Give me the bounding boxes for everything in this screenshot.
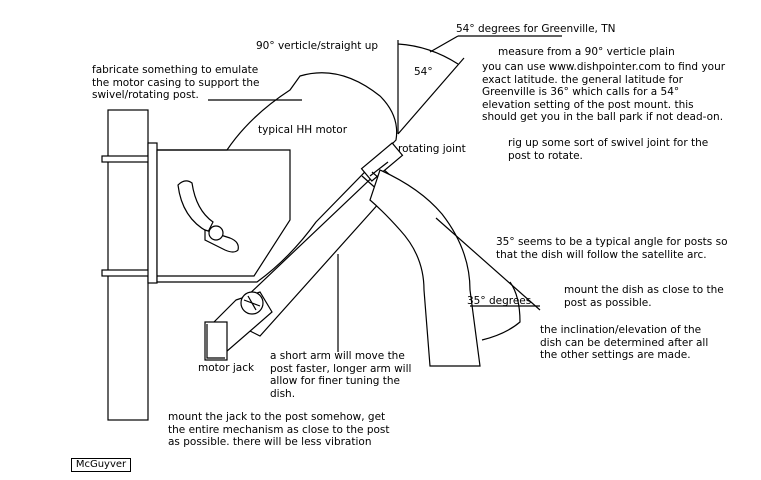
post-angle-note: 35° seems to be a typical angle for post… [496,236,728,261]
motor-jack-bolt-slot [243,295,261,311]
dish-arm [369,169,481,367]
degrees-35-label: 35° degrees [467,295,532,307]
fabricate-note: fabricate something to emulate the motor… [92,64,260,101]
angle-35-line-a [435,217,541,311]
rotating-joint-label: rotating joint [398,143,466,155]
angle-54-label: 54° [414,66,433,78]
angle-54-line [397,57,465,135]
hh-motor-body [156,72,398,283]
angle-54-arc [397,43,459,65]
verticle-label: 90° verticle/straight up [256,40,379,52]
header-pointer-diagonal [429,35,459,53]
motor-slot-arc [177,180,214,233]
motor-jack-base-shade [206,324,225,359]
swivel-note: rig up some sort of swivel joint for the… [508,137,709,162]
short-arm-note: a short arm will move the post faster, l… [270,350,412,400]
dishpointer-note: you can use www.dishpointer.com to find … [482,61,726,123]
rotating-joint-block [360,142,404,182]
leader-rotating-joint [369,161,389,177]
signature-box: McGuyver [71,458,131,472]
motor-jack-label: motor jack [198,362,255,374]
motor-arm-pivot [208,225,224,241]
motor-face-plate [157,149,291,277]
measure-label: measure from a 90° verticle plain [498,46,675,58]
inclination-note: the inclination/elevation of the dish ca… [540,324,709,361]
angle-35-arc [481,281,521,341]
greenville-angle-label: 54° degrees for Greenville, TN [456,23,616,35]
mount-plate [147,142,158,284]
motor-jack-base [204,321,228,361]
mount-jack-note: mount the jack to the post somehow, get … [168,411,390,448]
mount-dish-note: mount the dish as close to the post as p… [564,284,724,309]
hh-motor-label: typical HH motor [258,124,348,136]
